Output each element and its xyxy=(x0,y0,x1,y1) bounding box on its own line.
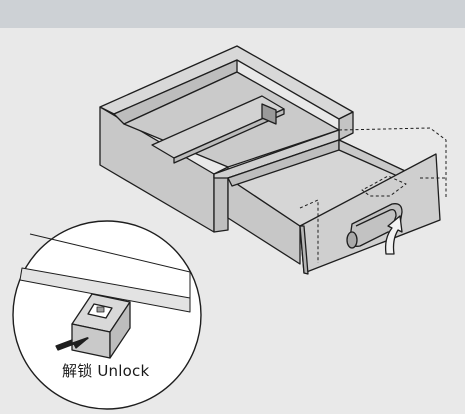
cabinet-body xyxy=(99,45,354,233)
unlock-callout-circle xyxy=(12,220,202,410)
header-band xyxy=(0,0,465,28)
curved-up-arrow-icon xyxy=(384,215,403,255)
unlock-label: 解锁 Unlock xyxy=(62,362,150,380)
drawer-illustration xyxy=(0,28,465,414)
pull-left-arrow-icon xyxy=(55,336,89,351)
drawer-extended-outline xyxy=(299,127,447,263)
unlock-clip xyxy=(71,293,131,359)
